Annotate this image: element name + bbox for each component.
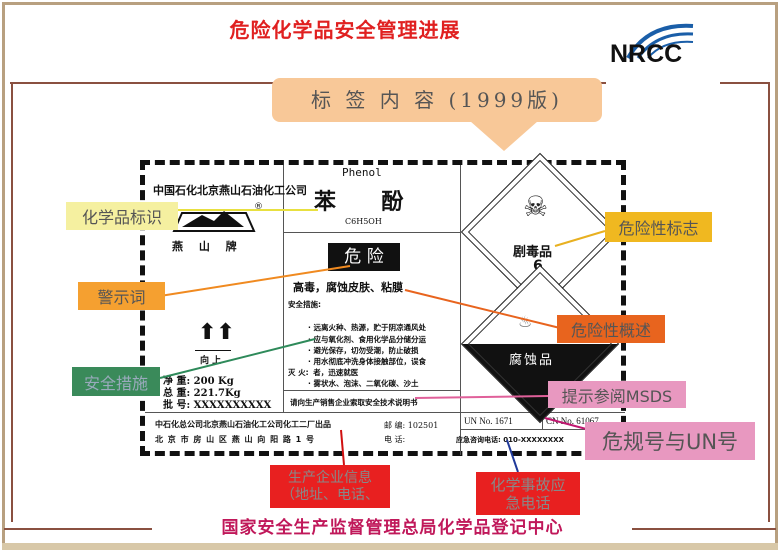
- slide-title: 危险化学品安全管理进展: [229, 18, 461, 42]
- corrosive-label: 腐蚀品: [509, 353, 555, 368]
- col-divider: [283, 165, 284, 412]
- footer-rule-right: [632, 528, 776, 530]
- english-name: Phenol: [342, 166, 382, 179]
- fire-title: 灭 火:: [288, 368, 309, 377]
- batch-number: 批 号: XXXXXXXXXX: [163, 400, 272, 411]
- arrow-msds: [414, 395, 549, 399]
- address: 北 京 市 房 山 区 燕 山 向 阳 路 1 号: [155, 435, 315, 444]
- left-rule: [11, 82, 13, 522]
- orientation-text: 向 上: [200, 356, 222, 366]
- safety-item: · 避光保存，切勿受潮，防止破损: [308, 345, 419, 355]
- fire-item: · 雾状水、泡沫、二氧化碳、沙土: [308, 379, 419, 388]
- arrow-emergency: [506, 439, 519, 473]
- row-divider: [461, 429, 625, 430]
- annotation-producer: 生产企业信息（地址、电话、: [270, 465, 390, 508]
- nrcc-logo-arcs-icon: [626, 23, 694, 60]
- arrow-summary: [404, 289, 561, 329]
- this-way-up-icon: ⬆⬆: [198, 320, 235, 345]
- signal-word: 危 险: [328, 243, 400, 271]
- arrow-un: [544, 417, 591, 431]
- right-rule: [768, 82, 770, 522]
- safety-item: · 远离火种、热源，贮于阴凉通风处: [308, 323, 426, 333]
- safety-items: · 远离火种、热源，贮于阴凉通风处· 应与氧化剂、食用化学品分储分运· 避光保存…: [308, 311, 426, 390]
- chinese-name: 苯 酚: [314, 190, 414, 215]
- row-divider: [284, 390, 460, 391]
- annotation-msds: 提示参阅MSDS: [548, 381, 686, 408]
- msds-note: 请向生产销售企业索取安全技术说明书: [290, 398, 418, 407]
- col-divider: [460, 165, 461, 455]
- gross-weight: 总 重: 221.7Kg: [163, 388, 241, 399]
- annotation-emergency: 化学事故应急电话: [476, 472, 580, 515]
- brand-name: 燕 山 牌: [172, 240, 243, 253]
- label-content-callout: 标 签 内 容 (1999版): [272, 78, 602, 122]
- brand-mountain-logo-icon: [172, 211, 256, 232]
- arrow-signal: [159, 265, 351, 297]
- phone: 电 话:: [384, 435, 406, 444]
- un-number: UN No. 1671: [464, 416, 513, 426]
- company-name: 中国石化北京燕山石油化工公司: [153, 184, 307, 197]
- chemical-formula: C6H5OH: [345, 217, 382, 226]
- callout-pointer: [470, 121, 538, 151]
- annotation-signal-word: 警示词: [78, 282, 165, 310]
- postcode: 邮 编: 102501: [384, 421, 439, 430]
- corrosion-icon: ♨: [518, 312, 533, 331]
- row-divider: [145, 412, 625, 413]
- annotation-hazard-summary: 危险性概述: [557, 315, 665, 343]
- row-divider: [284, 232, 460, 233]
- bottom-band: [2, 543, 778, 550]
- safety-title: 安全措施:: [288, 300, 321, 309]
- arrow-safety: [159, 338, 316, 379]
- arrow-baseline: [195, 350, 231, 351]
- emergency-phone: 应急咨询电话: 010-XXXXXXXX: [456, 436, 564, 444]
- arrow-producer: [340, 429, 345, 466]
- footer-organization: 国家安全生产监督管理总局化学品登记中心: [221, 518, 564, 538]
- toxic-label: 剧毒品: [513, 245, 553, 260]
- producer: 中石化总公司北京燕山石油化工公司化工二厂出品: [155, 420, 331, 429]
- safety-item: 者，迅速就医: [308, 368, 359, 378]
- arrow-hazard-sign: [554, 230, 606, 247]
- hazard-summary: 高毒，腐蚀皮肤、粘膜: [293, 281, 403, 294]
- header-divider-right: [720, 82, 770, 84]
- net-weight: 净 重: 200 Kg: [163, 376, 234, 387]
- annotation-un: 危规号与UN号: [585, 422, 755, 460]
- cn-number: CN No. 61067: [546, 416, 599, 426]
- safety-item: · 用水彻底冲洗身体接触部位，误食: [308, 357, 426, 367]
- registered-mark-icon: ®: [254, 202, 263, 212]
- safety-item: · 应与氧化剂、食用化学品分储分运: [308, 334, 426, 344]
- annotation-hazard-sign: 危险性标志: [605, 212, 712, 242]
- annotation-identity: 化学品标识: [66, 202, 178, 230]
- skull-crossbones-icon: ☠: [523, 190, 549, 223]
- annotation-safety: 安全措施: [72, 367, 160, 396]
- footer-rule-left: [4, 528, 152, 530]
- nrcc-logo-text: NRCC: [610, 40, 683, 68]
